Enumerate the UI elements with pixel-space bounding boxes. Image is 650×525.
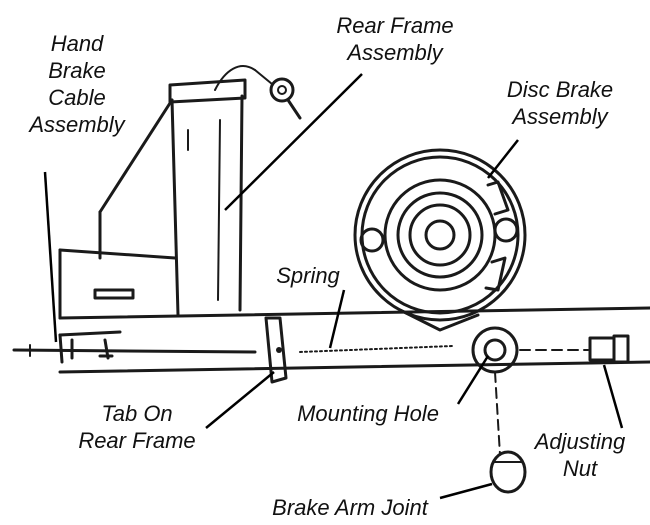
disc-brake-drawing xyxy=(353,148,527,332)
label-hand-brake-cable-assembly: Hand Brake Cable Assembly xyxy=(2,30,152,138)
label-line: Assembly xyxy=(29,112,125,137)
label-line: Spring xyxy=(276,263,340,288)
label-spring: Spring xyxy=(258,262,358,289)
spring-coil xyxy=(299,345,453,353)
label-disc-brake-assembly: Disc Brake Assembly xyxy=(470,76,650,130)
label-line: Assembly xyxy=(512,104,608,129)
brake-arm xyxy=(471,326,589,456)
brake-arm-joint-drawing xyxy=(489,450,527,494)
leader-lines xyxy=(43,73,624,500)
label-line: Brake Arm Joint xyxy=(272,495,428,520)
label-line: Disc Brake xyxy=(506,77,614,102)
label-line: Adjusting xyxy=(534,429,626,454)
label-line: Tab On xyxy=(101,401,173,426)
label-line: Assembly xyxy=(347,40,443,65)
hand-brake-cable xyxy=(12,330,257,364)
label-rear-frame-assembly: Rear Frame Assembly xyxy=(305,12,485,66)
adjusting-nut-drawing xyxy=(588,334,630,364)
label-line: Mounting Hole xyxy=(297,401,439,426)
frame-tab xyxy=(264,316,288,384)
label-line: Brake xyxy=(48,58,106,83)
label-line: Rear Frame xyxy=(336,13,454,38)
label-adjusting-nut: Adjusting Nut xyxy=(512,428,648,482)
label-line: Rear Frame xyxy=(78,428,196,453)
label-line: Cable xyxy=(48,85,106,110)
pin-ring xyxy=(214,65,302,120)
label-tab-on-rear-frame: Tab On Rear Frame xyxy=(62,400,212,454)
label-line: Hand xyxy=(50,31,104,56)
frame-rails xyxy=(58,306,650,374)
label-mounting-hole: Mounting Hole xyxy=(268,400,468,427)
label-line: Nut xyxy=(562,456,598,481)
label-brake-arm-joint: Brake Arm Joint xyxy=(260,494,440,521)
